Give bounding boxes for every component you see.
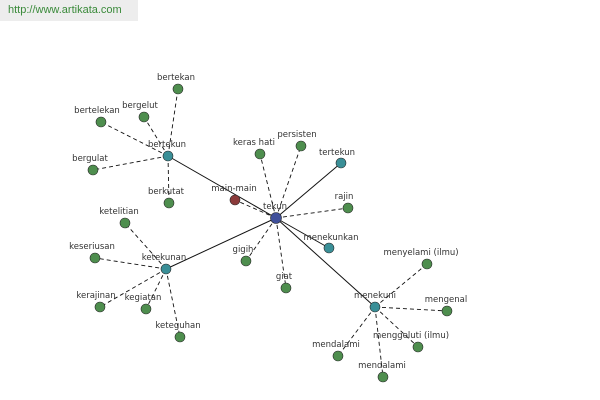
edge-ketekunan-kerajinan: [99, 268, 167, 308]
node-tekun[interactable]: [270, 212, 282, 224]
node-persisten[interactable]: [295, 140, 307, 152]
label-keteguhan: keteguhan: [155, 321, 200, 331]
label-bergelut: bergelut: [122, 101, 158, 111]
node-menekunkan[interactable]: [323, 242, 335, 254]
node-bergulat[interactable]: [87, 164, 99, 176]
label-keras-hati: keras hati: [233, 138, 275, 148]
edge-tekun-keras-hati: [259, 153, 277, 219]
node-kerajinan[interactable]: [94, 301, 106, 313]
edge-tekun-giat: [275, 217, 287, 289]
label-ketelitian: ketelitian: [99, 207, 138, 217]
node-kegiatan[interactable]: [140, 303, 152, 315]
edge-bertekun-bergulat: [92, 155, 169, 171]
node-ketekunan[interactable]: [160, 263, 172, 275]
edges-layer: [92, 88, 448, 378]
labels-layer: tekun bertekun ketekunan menekuni tertekun me…: [69, 73, 467, 371]
node-bertelekan[interactable]: [95, 116, 107, 128]
node-tertekun[interactable]: [335, 157, 347, 169]
label-bertelekan: bertelekan: [74, 106, 120, 116]
edge-menekuni-mengenal: [374, 306, 448, 312]
node-rajin[interactable]: [342, 202, 354, 214]
node-gigih[interactable]: [240, 255, 252, 267]
node-mendalami-2[interactable]: [377, 371, 389, 383]
edge-menekuni-mendalami-2: [374, 306, 384, 378]
label-rajin: rajin: [335, 192, 354, 202]
nodes-layer: [87, 83, 453, 383]
label-giat: giat: [276, 272, 293, 282]
node-menekuni[interactable]: [369, 301, 381, 313]
edge-menekuni-menggeluti: [374, 306, 419, 348]
node-bertekan[interactable]: [172, 83, 184, 95]
label-bertekan: bertekan: [157, 73, 195, 83]
node-berkutat[interactable]: [163, 197, 175, 209]
node-mendalami-1[interactable]: [332, 350, 344, 362]
label-mengenal: mengenal: [425, 295, 467, 305]
watermark-url: http://www.artikata.com: [0, 0, 138, 21]
label-menggeluti: menggeluti (ilmu): [373, 331, 449, 341]
edge-tekun-main-main: [234, 199, 277, 219]
edge-bertekun-bertelekan: [100, 121, 169, 157]
label-main-main: main-main: [211, 184, 257, 194]
label-berkutat: berkutat: [148, 187, 185, 197]
label-tekun: tekun: [263, 202, 287, 212]
edge-tekun-rajin: [275, 207, 349, 219]
label-ketekunan: ketekunan: [142, 253, 186, 263]
node-menggeluti[interactable]: [412, 341, 424, 353]
label-menyelami: menyelami (ilmu): [383, 248, 458, 258]
edge-ketekunan-ketelitian: [124, 222, 167, 270]
edge-bertekun-bertekan: [167, 88, 179, 157]
label-kerajinan: kerajinan: [76, 291, 115, 301]
node-keseriusan[interactable]: [89, 252, 101, 264]
label-tertekun: tertekun: [319, 148, 355, 158]
label-gigih: gigih: [233, 245, 254, 255]
label-bertekun: bertekun: [148, 140, 186, 150]
edge-tekun-gigih: [245, 217, 277, 262]
edge-menekuni-mendalami-1: [337, 306, 376, 357]
node-mengenal[interactable]: [441, 305, 453, 317]
edge-bertekun-berkutat: [167, 155, 170, 204]
edge-tekun-ketekunan: [165, 217, 277, 270]
label-bergulat: bergulat: [72, 154, 108, 164]
edge-ketekunan-kegiatan: [145, 268, 167, 310]
edge-ketekunan-keseriusan: [94, 257, 167, 270]
label-keseriusan: keseriusan: [69, 242, 115, 252]
node-keteguhan[interactable]: [174, 331, 186, 343]
label-menekunkan: menekunkan: [304, 233, 359, 243]
edge-tekun-persisten: [275, 145, 302, 219]
node-bertekun[interactable]: [162, 150, 174, 162]
label-kegiatan: kegiatan: [125, 293, 162, 303]
label-menekuni: menekuni: [354, 291, 396, 301]
label-mendalami-2: mendalami: [358, 361, 406, 371]
edge-tekun-menekuni: [275, 217, 376, 308]
edge-tekun-bertekun: [167, 155, 277, 219]
node-menyelami[interactable]: [421, 258, 433, 270]
edge-menekuni-menyelami: [374, 263, 428, 308]
node-bergelut[interactable]: [138, 111, 150, 123]
edge-tekun-menekunkan: [275, 217, 330, 249]
node-ketelitian[interactable]: [119, 217, 131, 229]
label-persisten: persisten: [277, 130, 316, 140]
node-giat[interactable]: [280, 282, 292, 294]
edge-bertekun-bergelut: [143, 116, 169, 157]
edge-ketekunan-keteguhan: [165, 268, 181, 338]
node-keras-hati[interactable]: [254, 148, 266, 160]
label-mendalami-1: mendalami: [312, 340, 360, 350]
edge-tekun-tertekun: [275, 162, 342, 219]
node-main-main[interactable]: [229, 194, 241, 206]
